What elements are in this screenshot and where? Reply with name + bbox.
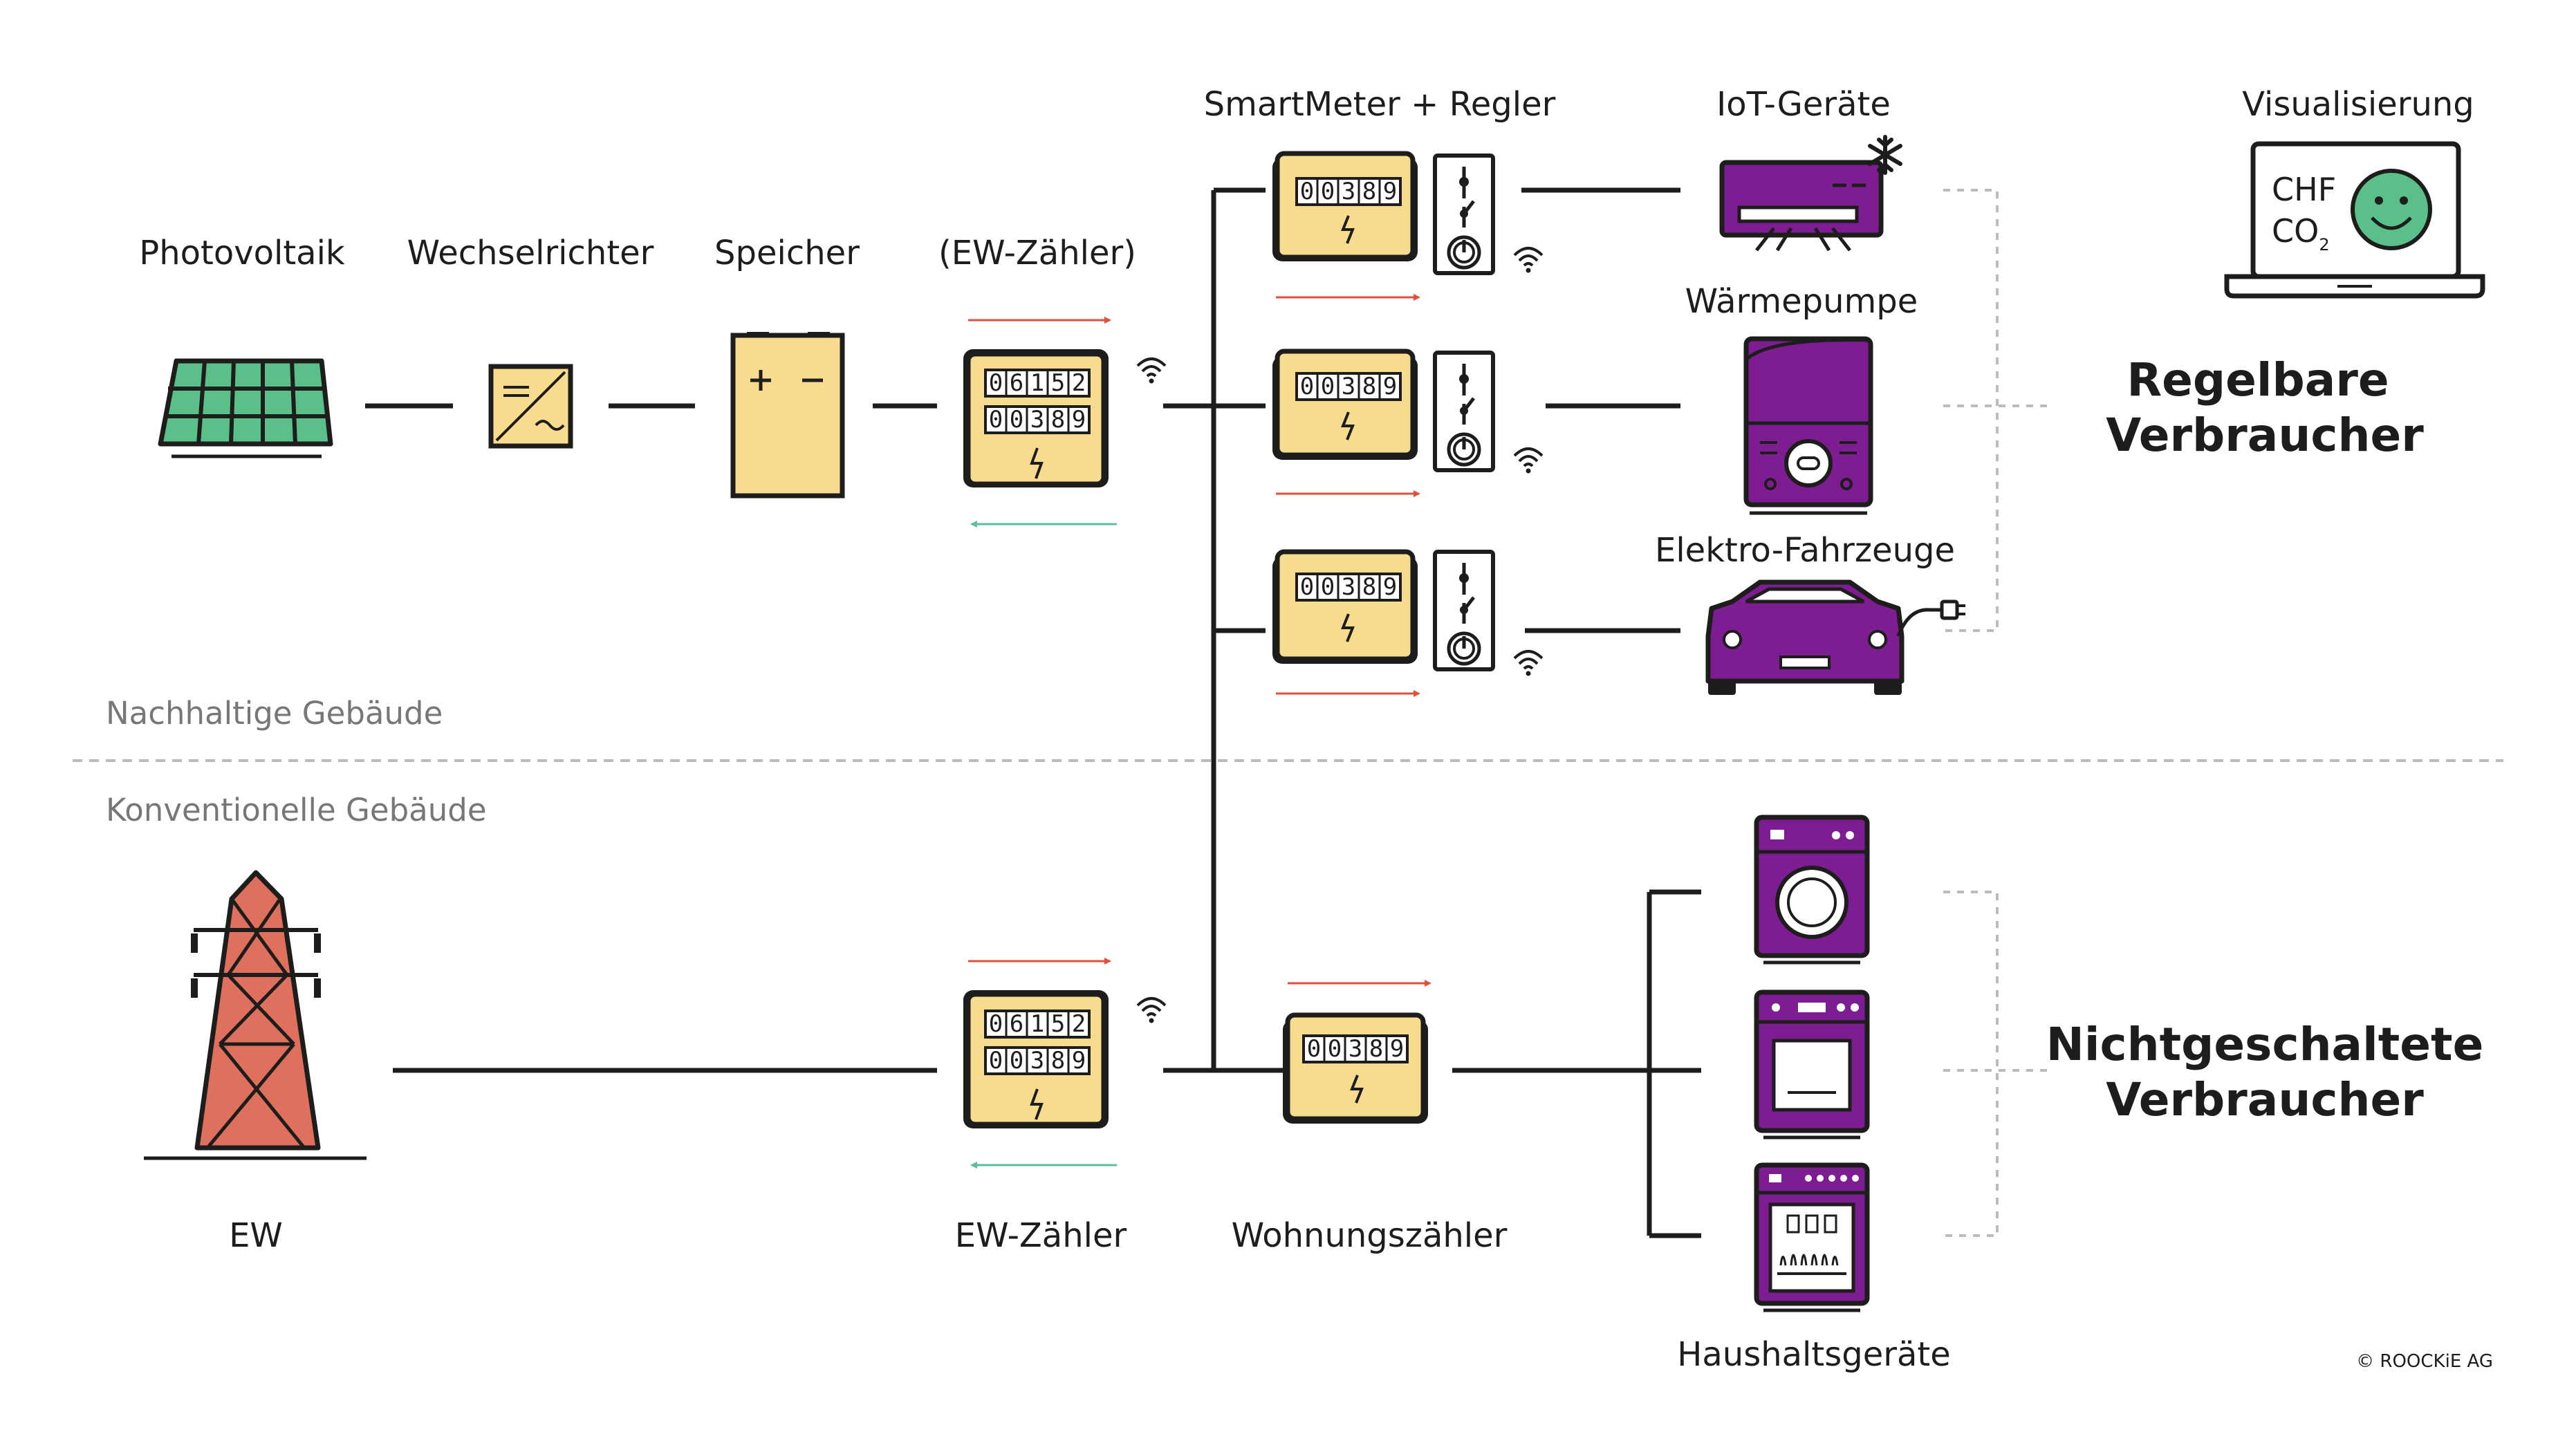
screen-co2: CO2 <box>2272 212 2330 254</box>
meter-digit: 8 <box>1362 178 1376 205</box>
switch-regulator-icon-3 <box>1435 552 1493 669</box>
meter-digit: 0 <box>1307 1035 1321 1063</box>
meter-digit: 3 <box>1342 178 1355 205</box>
meter-digit: 0 <box>1321 178 1335 205</box>
meter-digit: 0 <box>989 1047 1003 1075</box>
meter-digit: 0 <box>1010 406 1023 434</box>
meter-digit: 3 <box>1030 1047 1044 1075</box>
meter-digit: 9 <box>1383 178 1397 205</box>
meter-digit: 3 <box>1342 373 1355 400</box>
battery-icon <box>730 332 845 499</box>
heat-pump-icon <box>1743 336 1873 515</box>
meter-digit: 0 <box>989 369 1003 397</box>
label-iot: IoT-Geräte <box>1716 85 1891 124</box>
meter-digit: 8 <box>1362 373 1376 400</box>
snowflake-icon <box>1868 135 1902 175</box>
meter-digit: 8 <box>1051 406 1065 434</box>
group-regelbare-line2: Verbraucher <box>2106 409 2424 462</box>
meter-digit: 8 <box>1369 1035 1383 1063</box>
meter-digit: 8 <box>1051 1047 1065 1075</box>
label-waermepumpe: Wärmepumpe <box>1685 282 1918 321</box>
copyright: © ROOCKiE AG <box>2356 1351 2493 1372</box>
wifi-icon-2 <box>1513 447 1544 475</box>
group-nicht-line1: Nichtgeschaltete <box>2046 1018 2484 1071</box>
label-ew: EW <box>229 1216 283 1255</box>
meter-digit: 0 <box>1328 1035 1342 1063</box>
meter-digit: 0 <box>1321 573 1335 601</box>
meter-digit: 0 <box>1300 178 1314 205</box>
label-wohnungszaehler: Wohnungszähler <box>1232 1216 1508 1255</box>
air-conditioner-icon <box>1719 160 1884 252</box>
label-ew-zaehler-bottom: EW-Zähler <box>955 1216 1127 1255</box>
label-smartmeter: SmartMeter + Regler <box>1204 85 1556 124</box>
switch-regulator-icon-1 <box>1435 156 1493 273</box>
group-nicht-line2: Verbraucher <box>2106 1073 2424 1126</box>
wifi-icon-top-meter <box>1136 357 1167 385</box>
meter-digit: 0 <box>989 1010 1003 1038</box>
meter-digit: 0 <box>1300 573 1314 601</box>
switch-regulator-icon-2 <box>1435 353 1493 470</box>
zone-label-conventional: Konventionelle Gebäude <box>106 792 487 828</box>
label-visualisierung: Visualisierung <box>2242 85 2474 124</box>
oven-icon <box>1754 989 1870 1140</box>
meter-digit: 9 <box>1383 373 1397 400</box>
meter-digit: 3 <box>1349 1035 1362 1063</box>
smiley-icon <box>2351 169 2432 250</box>
wifi-icon-1 <box>1513 247 1544 275</box>
washing-machine-icon <box>1754 815 1870 965</box>
zone-label-sustainable: Nachhaltige Gebäude <box>106 695 443 732</box>
label-wechselrichter: Wechselrichter <box>407 234 654 272</box>
meter-digit: 3 <box>1030 406 1044 434</box>
label-speicher: Speicher <box>714 234 860 272</box>
meter-digit: 6 <box>1010 1010 1023 1038</box>
meter-digit: 3 <box>1342 573 1355 601</box>
power-tower-icon <box>144 870 367 1160</box>
meter-digit: 2 <box>1072 1010 1086 1038</box>
meter-digit: 9 <box>1072 406 1086 434</box>
meter-digit: 0 <box>989 406 1003 434</box>
meter-digit: 9 <box>1383 573 1397 601</box>
dishwasher-icon <box>1754 1162 1870 1312</box>
meter-digit: 2 <box>1072 369 1086 397</box>
meter-digit: 8 <box>1362 573 1376 601</box>
dotted-brackets <box>1943 189 2047 1237</box>
wifi-icon-bottom-meter <box>1136 997 1167 1025</box>
wifi-icon-3 <box>1513 650 1544 678</box>
inverter-icon <box>488 364 573 449</box>
group-regelbare-line1: Regelbare <box>2126 353 2389 407</box>
electric-car-icon <box>1705 579 1965 695</box>
meter-digit: 0 <box>1300 373 1314 400</box>
solar-panel-icon <box>158 358 333 458</box>
label-photovoltaik: Photovoltaik <box>139 234 345 272</box>
screen-chf: CHF <box>2272 171 2336 208</box>
label-ew-zaehler-top: (EW-Zähler) <box>938 234 1136 272</box>
meter-digit: 5 <box>1051 1010 1065 1038</box>
meter-digit: 5 <box>1051 369 1065 397</box>
meter-digit: 1 <box>1030 1010 1044 1038</box>
meter-digit: 0 <box>1010 1047 1023 1075</box>
meter-digit: 0 <box>1321 373 1335 400</box>
label-haushaltsgeraete: Haushaltsgeräte <box>1677 1335 1950 1374</box>
connection-lines <box>365 187 1701 1238</box>
meter-digit: 6 <box>1010 369 1023 397</box>
meter-digit: 9 <box>1390 1035 1404 1063</box>
meter-digit: 1 <box>1030 369 1044 397</box>
label-elektro: Elektro-Fahrzeuge <box>1655 531 1955 570</box>
meter-digit: 9 <box>1072 1047 1086 1075</box>
